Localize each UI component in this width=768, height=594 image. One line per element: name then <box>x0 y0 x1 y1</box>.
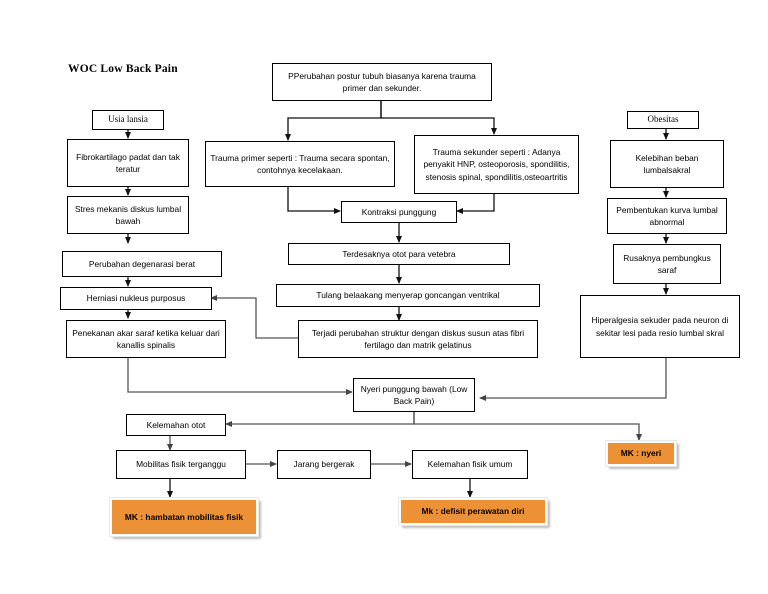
node-kelemahan-fisik-umum[interactable]: Kelemahan fisik umum <box>412 450 528 479</box>
node-hiperalgesia[interactable]: Hiperalgesia sekuder pada neuron di seki… <box>580 295 740 358</box>
node-herniasi[interactable]: Herniasi nukleus purposus <box>60 287 212 310</box>
node-kelemahan-otot[interactable]: Kelemahan otot <box>126 414 226 436</box>
node-trauma-primer[interactable]: Trauma primer seperti : Trauma secara sp… <box>205 141 395 187</box>
node-stres-mekanis[interactable]: Stres mekanis diskus lumbal bawah <box>67 196 189 234</box>
problem-label-hambatan-mobilitas[interactable]: MK : hambatan mobilitas fisik <box>109 497 259 537</box>
node-mobilitas-fisik-terganggu[interactable]: Mobilitas fisik terganggu <box>116 450 246 479</box>
node-usia-lansia[interactable]: Usia lansia <box>92 110 164 130</box>
node-jarang-bergerak[interactable]: Jarang bergerak <box>277 450 371 479</box>
node-rusaknya[interactable]: Rusaknya pembungkus saraf <box>613 244 721 284</box>
node-kelebihan-beban[interactable]: Kelebihan beban lumbalsakral <box>610 140 724 188</box>
node-tulang-belakang[interactable]: Tulang belaakang menyerap goncangan vent… <box>276 284 540 307</box>
node-penekanan[interactable]: Penekanan akar saraf ketika keluar dari … <box>66 320 226 358</box>
node-obesitas[interactable]: Obesitas <box>627 111 699 129</box>
node-fibrokartilago[interactable]: Fibrokartilago padat dan tak teratur <box>67 139 189 187</box>
node-perubahan-postur[interactable]: PPerubahan postur tubuh biasanya karena … <box>272 63 492 101</box>
node-pembentukan-kurva[interactable]: Pembentukan kurva lumbal abnormal <box>607 198 727 234</box>
node-terdesaknya[interactable]: Terdesaknya otot para vetebra <box>288 243 510 265</box>
node-perubahan-degenarasi[interactable]: Perubahan degenarasi berat <box>62 251 222 277</box>
node-nyeri-punggung-bawah[interactable]: Nyeri punggung bawah (Low Back Pain) <box>353 378 475 412</box>
node-terjadi-perubahan[interactable]: Terjadi perubahan struktur dengan diskus… <box>298 320 538 358</box>
page-title: WOC Low Back Pain <box>68 63 178 75</box>
problem-label-nyeri[interactable]: MK : nyeri <box>605 440 677 467</box>
problem-label-defisit-perawatan-diri[interactable]: Mk : defisit perawatan diri <box>398 497 548 526</box>
node-trauma-sekunder[interactable]: Trauma sekunder seperti : Adanya penyaki… <box>414 135 579 194</box>
node-kontraksi-punggung[interactable]: Kontraksi punggung <box>341 201 457 223</box>
